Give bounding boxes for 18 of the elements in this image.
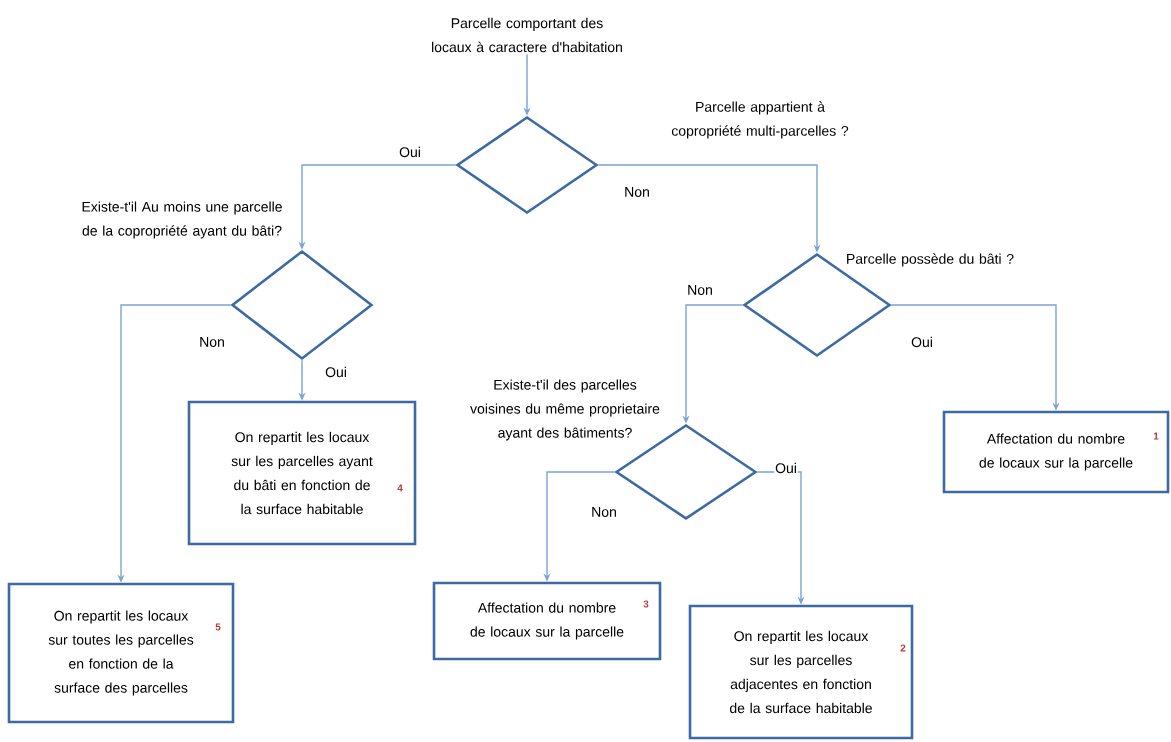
edge-label: Non — [590, 506, 618, 518]
question-text: Parcelle appartient à copropriété multi-parcelles ? — [671, 101, 849, 139]
question-text: Existe-t'il Au moins une parcelle de la copropriété ayant du bâti? — [82, 201, 282, 239]
edge-label: Oui — [324, 365, 348, 379]
edge-label: Oui — [910, 335, 934, 349]
edge-label: Non — [686, 284, 714, 296]
step-number: 5 — [215, 623, 221, 631]
edge-label: Non — [623, 186, 651, 198]
step-number: 2 — [900, 644, 906, 652]
question-text: Parcelle possède du bâti ? — [847, 253, 1014, 267]
edge-label: Oui — [774, 461, 798, 475]
step-number: 3 — [643, 600, 649, 608]
step-number: 1 — [1153, 432, 1159, 440]
question-text: Existe-t'il des parcelles voisines du même proprietaire ayant des bâtiments? — [470, 379, 660, 441]
step-number: 4 — [397, 484, 403, 492]
edge-label: Oui — [398, 145, 422, 159]
start-text: Parcelle comportant des locaux à caractere d'habitation — [432, 17, 622, 53]
edge-label: Non — [198, 336, 226, 348]
